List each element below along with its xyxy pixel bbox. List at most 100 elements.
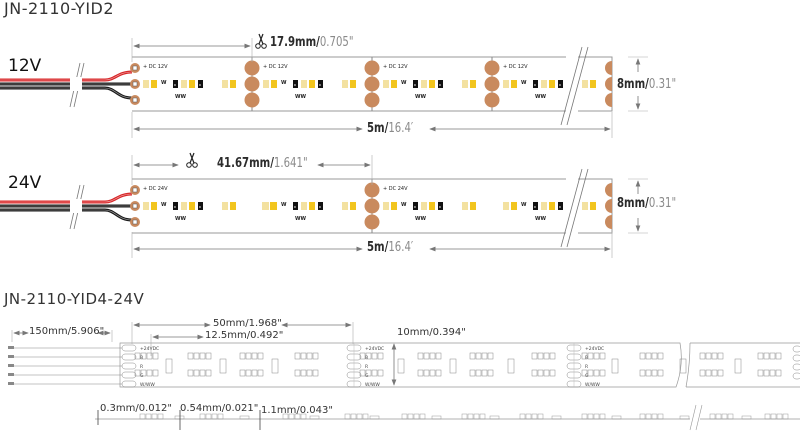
- resistor-label: R: [439, 205, 441, 209]
- solder-pad: [484, 92, 500, 108]
- solder-pad: [121, 344, 137, 352]
- resistor: [219, 358, 227, 374]
- profile-led: [593, 413, 600, 420]
- led-label-ww: WW: [295, 94, 307, 100]
- strip-outline: [119, 342, 682, 388]
- pad-label: + DC 12V: [383, 64, 408, 70]
- pad-hole: [132, 203, 138, 209]
- thickness-label-3: 1.1mm/0.043": [261, 405, 333, 416]
- solder-pad: [364, 60, 380, 76]
- led-chip: [581, 352, 588, 360]
- strip-12v-width: 8mm/0.31": [617, 77, 676, 92]
- profile-led: [599, 413, 606, 420]
- profile-resistor: [309, 415, 320, 420]
- led-white: [222, 202, 228, 210]
- led-chip: [587, 352, 594, 360]
- led-chip: [429, 369, 436, 377]
- led-warm: [189, 80, 195, 88]
- profile-led: [639, 413, 646, 420]
- resistor: [734, 358, 742, 374]
- solder-pad: [121, 362, 137, 370]
- profile-led: [145, 413, 152, 420]
- profile-led: [362, 413, 369, 420]
- led-chip: [423, 369, 430, 377]
- connector-pin: [8, 364, 14, 367]
- led-warm: [271, 80, 277, 88]
- resistor-label: R: [174, 205, 176, 209]
- led-chip: [134, 369, 141, 377]
- profile-led: [413, 413, 420, 420]
- profile-led: [721, 413, 728, 420]
- resistor: [449, 358, 457, 374]
- led-white: [143, 80, 149, 88]
- profile-led: [461, 413, 468, 420]
- led-warm: [511, 80, 517, 88]
- cut-length-mm: 41.67mm/: [217, 156, 274, 171]
- strip-12v-length: 5m/16.4′: [367, 121, 413, 136]
- led-chip: [769, 352, 776, 360]
- led-chip: [775, 369, 782, 377]
- led-warm: [391, 202, 397, 210]
- pad-label: +24VDC: [585, 346, 604, 352]
- led-chip: [300, 352, 307, 360]
- led-chip: [257, 352, 264, 360]
- strip-break-mark: [560, 46, 583, 126]
- led-white: [462, 80, 468, 88]
- pad-label: + DC 24V: [383, 186, 408, 192]
- profile-resistor: [679, 415, 690, 420]
- resistor: [173, 80, 178, 88]
- width-mm: 8mm/: [617, 196, 649, 211]
- thickness-label-2: 0.54mm/0.021": [180, 403, 259, 414]
- solder-pad: [484, 76, 500, 92]
- led-chip: [763, 369, 770, 377]
- pad-label: W/WW: [140, 382, 155, 388]
- profile-led: [282, 413, 289, 420]
- led-label-ww: WW: [535, 216, 547, 222]
- resistor: [173, 202, 178, 210]
- led-chip: [359, 352, 366, 360]
- led-white: [582, 202, 588, 210]
- strip-12v-voltage-label: 12V: [8, 56, 42, 76]
- scissors-icon: [186, 162, 192, 168]
- led-chip: [481, 352, 488, 360]
- profile-break: [695, 404, 703, 431]
- led-chip: [639, 369, 646, 377]
- led-chip: [599, 352, 606, 360]
- led-warm: [429, 202, 435, 210]
- led-chip: [775, 352, 782, 360]
- pad-label: R: [140, 364, 143, 370]
- resistor-label: R: [199, 83, 201, 87]
- profile-led: [211, 413, 218, 420]
- led-label-w: W: [401, 80, 407, 86]
- strip-24v-width: 8mm/0.31": [617, 196, 676, 211]
- led-chip: [549, 369, 556, 377]
- led-label-ww: WW: [535, 94, 547, 100]
- led-chip: [531, 369, 538, 377]
- led-white: [181, 80, 187, 88]
- led-white: [541, 202, 547, 210]
- scissors-icon: [261, 43, 267, 49]
- led-label-ww: WW: [415, 94, 427, 100]
- scissors-icon: [192, 162, 198, 168]
- led-white: [582, 80, 588, 88]
- resistor-label: R: [559, 83, 561, 87]
- pad-hole: [132, 81, 138, 87]
- solder-pad: [484, 60, 500, 76]
- solder-pad: [244, 60, 260, 76]
- led-label-ww: WW: [295, 216, 307, 222]
- led-chip: [435, 369, 442, 377]
- pad-label: B: [365, 355, 368, 361]
- led-chip: [199, 369, 206, 377]
- profile-led: [151, 413, 158, 420]
- led-white: [301, 202, 307, 210]
- width-label: 10mm/0.394": [397, 327, 466, 338]
- led-chip: [205, 352, 212, 360]
- led-chip: [549, 352, 556, 360]
- led-chip: [587, 369, 594, 377]
- wire: [0, 192, 133, 204]
- strip-24v-voltage-label: 24V: [8, 173, 42, 193]
- profile-resistor: [174, 415, 185, 420]
- led-chip: [487, 369, 494, 377]
- led-chip: [475, 369, 482, 377]
- resistor: [438, 80, 443, 88]
